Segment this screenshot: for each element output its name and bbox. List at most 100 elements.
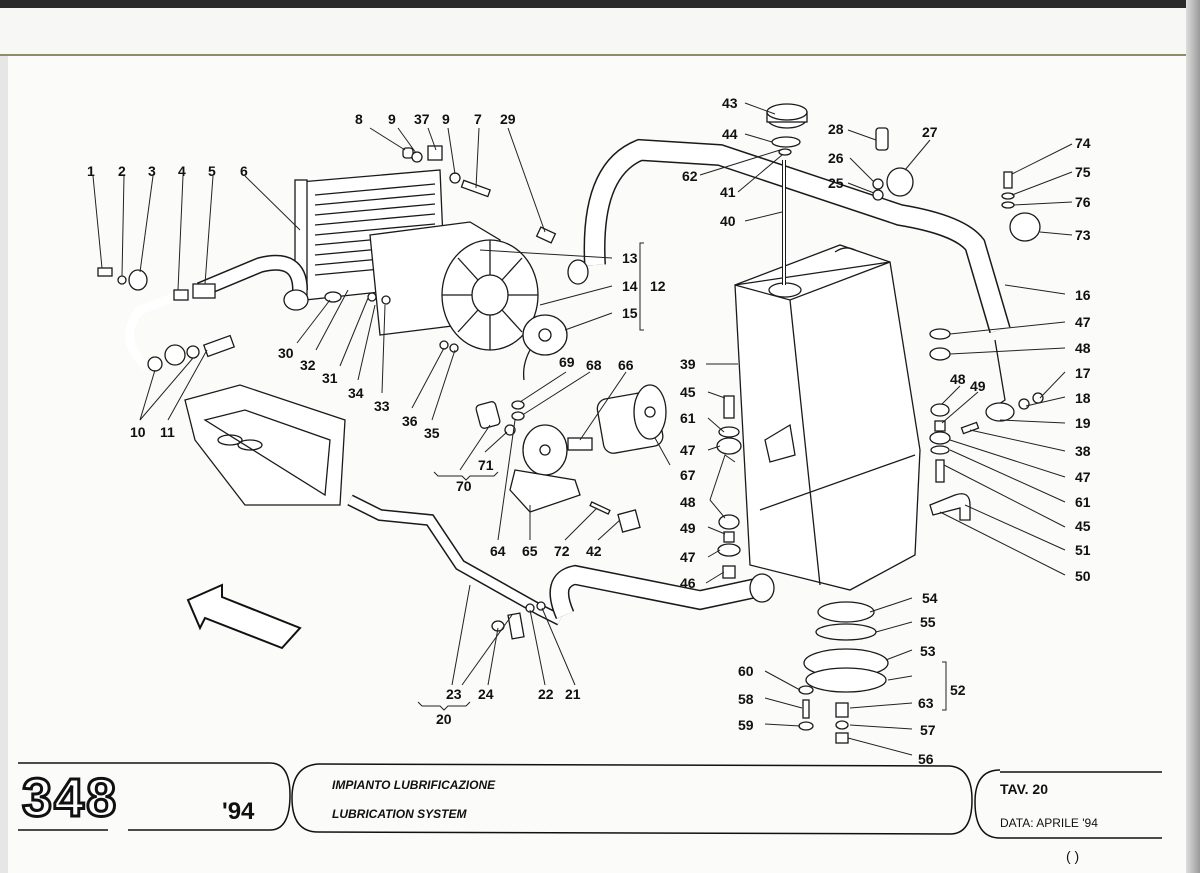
date-label: DATA: APRILE '94: [1000, 816, 1098, 830]
callout-35[interactable]: 35: [424, 425, 440, 441]
callout-14[interactable]: 14: [622, 278, 638, 294]
callout-53[interactable]: 53: [920, 643, 936, 659]
callout-68[interactable]: 68: [586, 357, 602, 373]
callout-48[interactable]: 48: [1075, 340, 1091, 356]
callout-52[interactable]: 52: [950, 682, 966, 698]
callout-33[interactable]: 33: [374, 398, 390, 414]
callout-65[interactable]: 65: [522, 543, 538, 559]
callout-labels: 1 2 3 4 5 6 7 8 9 37 9 29 10 11 12 13 14…: [87, 95, 1091, 767]
callout-49[interactable]: 49: [970, 378, 986, 394]
callout-11[interactable]: 11: [160, 424, 175, 440]
model-logo: 348: [20, 767, 119, 830]
callout-13[interactable]: 13: [622, 250, 638, 266]
page-mark: ( ): [1066, 848, 1080, 864]
callout-24[interactable]: 24: [478, 686, 494, 702]
callout-40[interactable]: 40: [720, 213, 736, 229]
callout-51[interactable]: 51: [1075, 542, 1091, 558]
strainer-assembly: [798, 601, 889, 744]
callout-47[interactable]: 47: [1075, 469, 1091, 485]
callout-76[interactable]: 76: [1075, 194, 1091, 210]
callout-37[interactable]: 37: [414, 111, 430, 127]
callout-12[interactable]: 12: [650, 278, 666, 294]
return-pipe: [347, 494, 775, 626]
callout-58[interactable]: 58: [738, 691, 754, 707]
callout-32[interactable]: 32: [300, 357, 316, 373]
callout-61[interactable]: 61: [1075, 494, 1091, 510]
callout-38[interactable]: 38: [1075, 443, 1091, 459]
callout-3[interactable]: 3: [148, 163, 156, 179]
callout-67[interactable]: 67: [680, 467, 696, 483]
callout-59[interactable]: 59: [738, 717, 754, 733]
callout-5[interactable]: 5: [208, 163, 216, 179]
callout-16[interactable]: 16: [1075, 287, 1091, 303]
callout-56[interactable]: 56: [918, 751, 934, 767]
callout-1[interactable]: 1: [87, 163, 95, 179]
oil-filter-assembly: [509, 384, 667, 513]
model-year: '94: [222, 798, 255, 825]
callout-25[interactable]: 25: [828, 175, 844, 191]
callout-9[interactable]: 9: [388, 111, 396, 127]
scan-right-edge: [1186, 0, 1200, 873]
callout-47[interactable]: 47: [680, 442, 696, 458]
callout-31[interactable]: 31: [322, 370, 338, 386]
callout-48[interactable]: 48: [950, 371, 966, 387]
callout-30[interactable]: 30: [278, 345, 294, 361]
callout-23[interactable]: 23: [446, 686, 462, 702]
callout-62[interactable]: 62: [682, 168, 698, 184]
callout-50[interactable]: 50: [1075, 568, 1091, 584]
callout-70[interactable]: 70: [456, 478, 472, 494]
callout-21[interactable]: 21: [565, 686, 581, 702]
callout-57[interactable]: 57: [920, 722, 936, 738]
callout-39[interactable]: 39: [680, 356, 696, 372]
callout-15[interactable]: 15: [622, 305, 638, 321]
callout-75[interactable]: 75: [1075, 164, 1091, 180]
callout-29[interactable]: 29: [500, 111, 516, 127]
callout-45[interactable]: 45: [680, 384, 696, 400]
callout-18[interactable]: 18: [1075, 390, 1091, 406]
callout-41[interactable]: 41: [720, 184, 736, 200]
callout-61[interactable]: 61: [680, 410, 696, 426]
callout-45[interactable]: 45: [1075, 518, 1091, 534]
callout-73[interactable]: 73: [1075, 227, 1091, 243]
callout-19[interactable]: 19: [1075, 415, 1091, 431]
callout-55[interactable]: 55: [920, 614, 936, 630]
hose-clamps: [491, 127, 1041, 640]
front-direction-arrow[interactable]: [186, 583, 302, 650]
callout-20[interactable]: 20: [436, 711, 452, 727]
callout-2[interactable]: 2: [118, 163, 126, 179]
callout-64[interactable]: 64: [490, 543, 506, 559]
callout-54[interactable]: 54: [922, 590, 938, 606]
callout-27[interactable]: 27: [922, 124, 938, 140]
callout-28[interactable]: 28: [828, 121, 844, 137]
callout-43[interactable]: 43: [722, 95, 738, 111]
callout-47[interactable]: 47: [680, 549, 696, 565]
callout-17[interactable]: 17: [1075, 365, 1091, 381]
callout-46[interactable]: 46: [680, 575, 696, 591]
oil-tank: [734, 244, 921, 591]
callout-74[interactable]: 74: [1075, 135, 1091, 151]
callout-26[interactable]: 26: [828, 150, 844, 166]
callout-47[interactable]: 47: [1075, 314, 1091, 330]
callout-44[interactable]: 44: [722, 126, 738, 142]
callout-36[interactable]: 36: [402, 413, 418, 429]
callout-6[interactable]: 6: [240, 163, 248, 179]
callout-42[interactable]: 42: [586, 543, 602, 559]
callout-71[interactable]: 71: [478, 457, 494, 473]
callout-60[interactable]: 60: [738, 663, 754, 679]
callout-10[interactable]: 10: [130, 424, 146, 440]
scan-left-edge: [0, 56, 8, 873]
callout-48[interactable]: 48: [680, 494, 696, 510]
title-block-frame: [18, 762, 1162, 839]
callout-63[interactable]: 63: [918, 695, 934, 711]
callout-66[interactable]: 66: [618, 357, 634, 373]
callout-4[interactable]: 4: [178, 163, 186, 179]
callout-72[interactable]: 72: [554, 543, 570, 559]
callout-9[interactable]: 9: [442, 111, 450, 127]
callout-49[interactable]: 49: [680, 520, 696, 536]
callout-22[interactable]: 22: [538, 686, 554, 702]
callout-8[interactable]: 8: [355, 111, 363, 127]
callout-7[interactable]: 7: [474, 111, 482, 127]
small-fittings: [97, 145, 611, 515]
callout-34[interactable]: 34: [348, 385, 364, 401]
callout-69[interactable]: 69: [559, 354, 575, 370]
